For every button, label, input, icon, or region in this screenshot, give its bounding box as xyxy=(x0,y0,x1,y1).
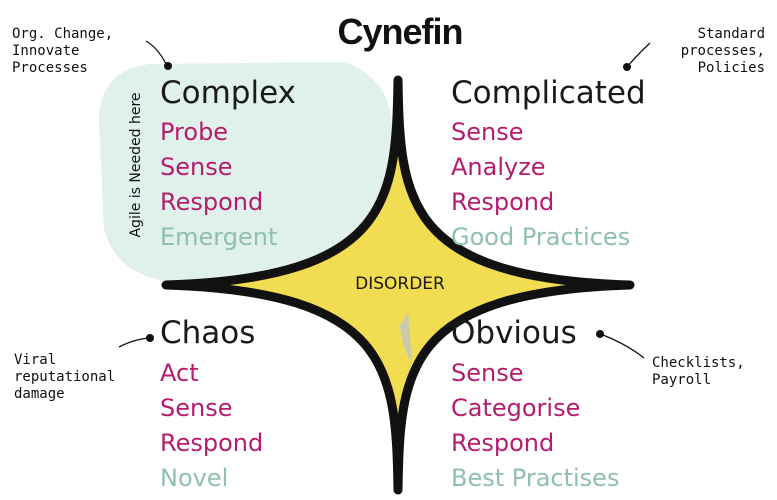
chaos-annotation-line: damage xyxy=(14,386,65,402)
chaos-annotation: Viral reputational damage xyxy=(14,352,115,403)
disorder-label: DISORDER xyxy=(355,274,445,294)
disorder-star xyxy=(161,75,635,495)
complex-annotation: Org. Change, Innovate Processes xyxy=(12,26,113,77)
obvious-practice: Best Practises xyxy=(451,464,620,492)
complex-step-probe: Probe xyxy=(160,118,229,146)
chaos-annotation-line: Viral xyxy=(14,352,57,368)
complicated-annotation-line: Policies xyxy=(697,60,765,76)
obvious-annotation-line: Checklists, xyxy=(652,355,745,371)
complicated-heading: Complicated xyxy=(451,75,646,111)
complex-practice: Emergent xyxy=(160,223,278,251)
complicated-step-respond: Respond xyxy=(451,188,555,216)
obvious-step-categorise: Categorise xyxy=(451,394,581,422)
obvious-step-respond: Respond xyxy=(451,429,555,457)
complicated-annotation-line: Standard xyxy=(697,26,765,42)
complex-step-respond: Respond xyxy=(160,188,264,216)
complex-step-sense: Sense xyxy=(160,153,233,181)
chaos-step-sense: Sense xyxy=(160,394,233,422)
complicated-step-analyze: Analyze xyxy=(451,153,546,181)
complicated-step-sense: Sense xyxy=(451,118,524,146)
complex-annotation-line: Processes xyxy=(12,60,88,76)
chaos-step-act: Act xyxy=(160,359,199,387)
complicated-annotation: Standard processes, Policies xyxy=(655,26,765,77)
obvious-heading: Obvious xyxy=(451,315,577,351)
obvious-step-sense: Sense xyxy=(451,359,524,387)
complicated-annotation-line: processes, xyxy=(680,43,765,59)
chaos-practice: Novel xyxy=(160,464,229,492)
complex-annotation-line: Innovate xyxy=(12,43,80,59)
agile-note-text: Agile is Needed here xyxy=(128,92,144,238)
chaos-heading: Chaos xyxy=(160,315,256,351)
chaos-annotation-line: reputational xyxy=(14,369,116,385)
complex-heading: Complex xyxy=(160,75,296,111)
chaos-step-respond: Respond xyxy=(160,429,264,457)
complicated-practice: Good Practices xyxy=(451,223,631,251)
agile-zone xyxy=(99,62,392,284)
obvious-annotation-line: Payroll xyxy=(652,372,712,388)
annotation-dots xyxy=(146,62,631,342)
complex-annotation-line: Org. Change, xyxy=(12,26,114,42)
star-shadow xyxy=(400,312,412,362)
diagram-title: Cynefin xyxy=(337,11,463,52)
obvious-annotation: Checklists, Payroll xyxy=(652,355,745,389)
